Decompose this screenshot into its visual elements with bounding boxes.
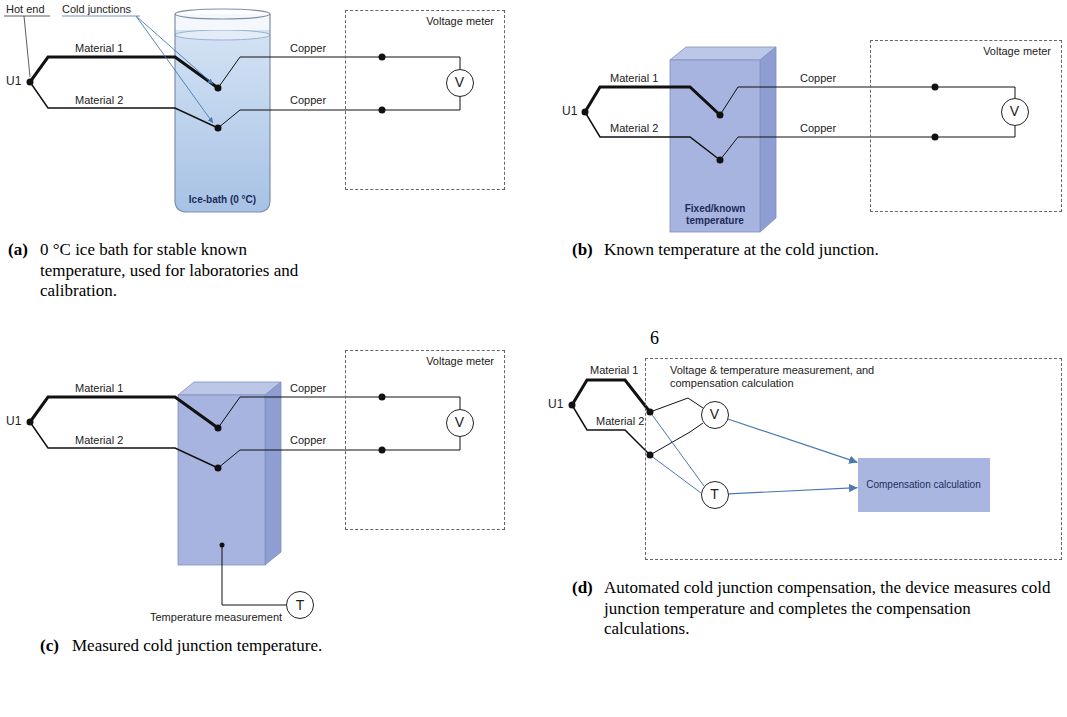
cold-junction-underline	[62, 16, 140, 17]
wire-label: Copper	[800, 122, 836, 135]
signal-arrow	[728, 488, 857, 494]
label-text: Hot end	[6, 3, 45, 16]
terminal-label: U1	[6, 75, 21, 89]
junction-dot	[27, 394, 386, 548]
node-text: V	[455, 414, 464, 431]
beaker-rim	[175, 9, 270, 19]
sense-wire	[650, 412, 704, 493]
material-1-wire	[585, 87, 720, 115]
subfigure-tag: (d)	[572, 578, 593, 599]
node-text: V	[1010, 103, 1019, 120]
junction-dot	[582, 84, 939, 164]
node-text: Voltage meter	[426, 355, 494, 368]
wire-label: Material 1	[610, 72, 658, 85]
cold-junction-leader	[136, 16, 213, 84]
subfigure-caption: Known temperature at the cold junction.	[604, 240, 1004, 261]
wire-label: Copper	[800, 72, 836, 85]
wire-label: Material 2	[596, 415, 644, 428]
ice-water	[175, 14, 270, 212]
panel-d-art	[569, 380, 705, 493]
node-text: T	[296, 597, 305, 614]
voltmeter-symbol: V	[446, 69, 474, 97]
material-1-wire	[30, 397, 218, 428]
wire-label: Material 2	[75, 434, 123, 447]
node-text: V	[455, 74, 464, 91]
node-text: Voltage meter	[983, 45, 1051, 58]
wire-label: Material 1	[590, 364, 638, 377]
copper-wire	[218, 397, 382, 468]
voltmeter-symbol: V	[446, 409, 474, 437]
node-text: Fixed/known temperature	[674, 203, 756, 227]
junction-dot	[27, 54, 386, 132]
node-text: Voltage meter	[426, 15, 494, 28]
block-side	[760, 47, 776, 232]
voltage-meter-box: Voltage meterV	[345, 350, 505, 530]
compensation-box: Compensation calculation	[858, 458, 990, 512]
subfigure-tag: (b)	[572, 240, 593, 261]
copper-wire	[218, 57, 382, 128]
wire-label: Copper	[290, 94, 326, 107]
terminal-label: U1	[562, 105, 577, 119]
block-top	[178, 382, 281, 395]
copper-wire	[720, 87, 935, 160]
node-text: T	[710, 486, 719, 503]
material-1-wire	[572, 380, 650, 412]
wire-label: Copper	[290, 434, 326, 447]
label-text: Cold junctions	[62, 3, 131, 16]
material-2-wire	[585, 112, 720, 160]
terminal-label: U1	[6, 415, 21, 429]
node-text: Voltage & temperature measurement, and c…	[670, 364, 882, 390]
panel-a-art	[4, 9, 460, 212]
hot-end-leader	[4, 16, 50, 77]
block-top	[670, 47, 776, 60]
wire-label: Material 1	[75, 42, 123, 55]
node-text: Compensation calculation	[866, 479, 981, 491]
water-surface	[175, 30, 270, 40]
node-text: Ice-bath (0 °C)	[189, 194, 256, 206]
signal-arrow	[728, 419, 858, 462]
panel-b-art	[582, 47, 1016, 232]
subfigure-caption: Measured cold junction temperature.	[72, 636, 432, 657]
subfigure-caption: 0 °C ice bath for stable known temperatu…	[40, 240, 310, 302]
beaker-outline	[175, 14, 270, 212]
subfigure-caption: Automated cold junction compensation, th…	[604, 578, 1054, 640]
sensor-label: Temperature measurement	[150, 611, 282, 624]
material-2-wire	[30, 422, 218, 468]
block-side	[265, 382, 281, 565]
cold-junction-leader	[136, 16, 213, 123]
meter-wire	[650, 398, 703, 455]
wire-label: Copper	[290, 382, 326, 395]
wire-label: Material 1	[75, 382, 123, 395]
page-number: 6	[650, 328, 659, 350]
voltage-meter-box: Voltage meterV	[345, 10, 505, 190]
junction-dot	[569, 402, 654, 459]
subfigure-tag: (a)	[8, 240, 28, 261]
wire-label: Material 2	[610, 122, 658, 135]
material-1-wire	[30, 57, 218, 88]
ice-bath: Ice-bath (0 °C)	[175, 15, 270, 212]
node-text: V	[710, 406, 719, 423]
voltmeter-symbol: V	[1001, 98, 1029, 126]
thermometer-symbol: T	[701, 481, 729, 509]
terminal-label: U1	[548, 398, 563, 412]
voltage-meter-box: Voltage meterV	[870, 40, 1062, 212]
reference-block: Fixed/known temperature	[670, 60, 760, 232]
air-gap	[175, 14, 270, 30]
sensor-lead	[222, 545, 286, 605]
block-front	[178, 395, 265, 565]
panel-c-art	[27, 382, 461, 605]
wire-label: Material 2	[75, 94, 123, 107]
voltmeter-symbol: V	[701, 401, 729, 429]
material-2-wire	[30, 82, 218, 128]
thermometer-symbol: T	[286, 591, 314, 619]
material-2-wire	[572, 405, 650, 455]
wire-label: Copper	[290, 42, 326, 55]
subfigure-tag: (c)	[40, 636, 59, 657]
instrument-box: Voltage & temperature measurement, and c…	[645, 358, 1062, 560]
